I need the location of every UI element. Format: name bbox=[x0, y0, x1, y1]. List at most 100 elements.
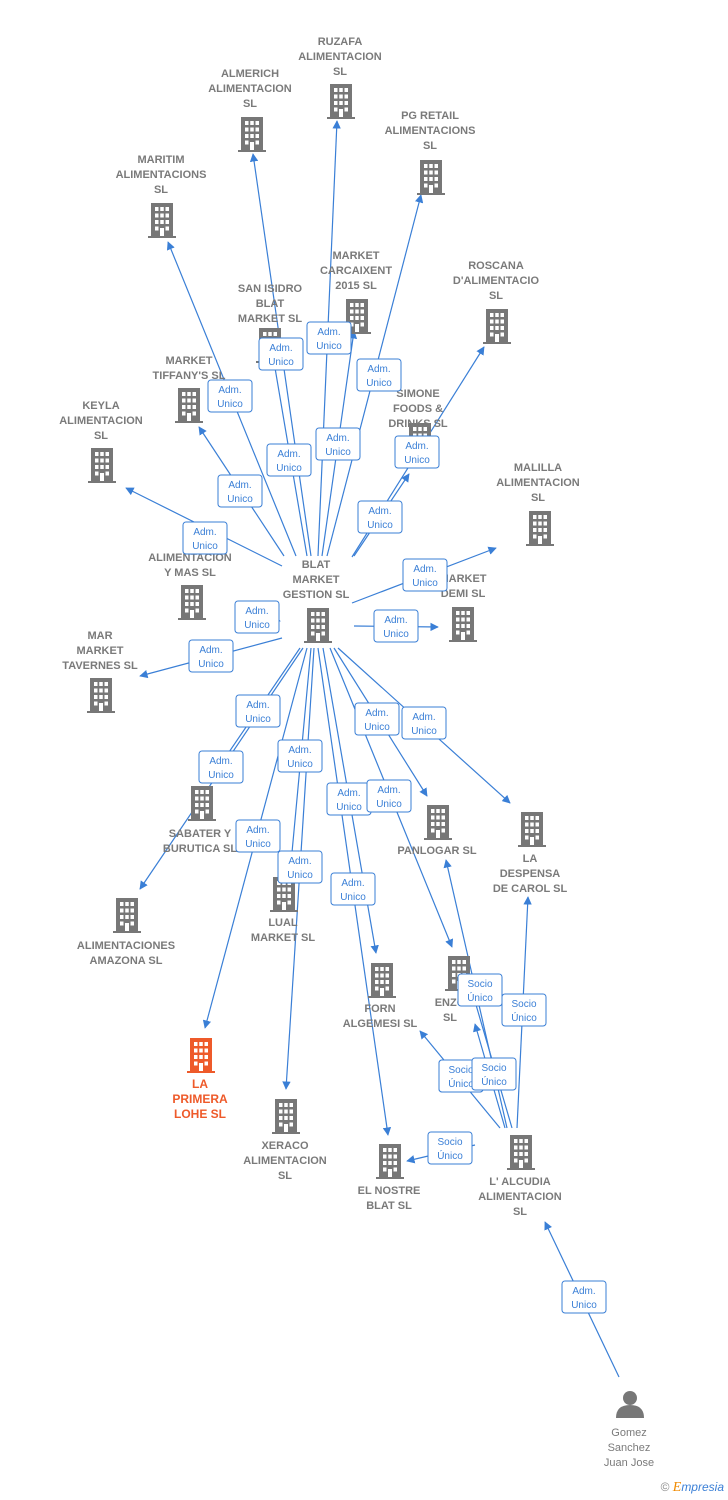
node-lual[interactable]: LUAL MARKET SL bbox=[251, 877, 315, 944]
node-label-line: MAR bbox=[87, 630, 112, 642]
edge-label-box bbox=[373, 609, 419, 643]
edge-label-text: Adm. bbox=[326, 433, 349, 444]
node-label-line: ALIMENTACION bbox=[298, 51, 382, 63]
edge-label-adm[interactable]: Adm.Unico bbox=[277, 739, 323, 773]
building-icon bbox=[483, 309, 511, 344]
building-icon bbox=[148, 203, 176, 238]
edge-label-adm[interactable]: Adm.Unico bbox=[266, 443, 312, 477]
edge-label-text: Único bbox=[481, 1075, 507, 1088]
node-label-line: MARKET bbox=[76, 645, 123, 657]
building-icon bbox=[304, 608, 332, 643]
building-icon bbox=[376, 1144, 404, 1179]
building-icon bbox=[272, 1099, 300, 1134]
node-panlogar[interactable]: PANLOGAR SL bbox=[397, 805, 477, 857]
edge-label-adm[interactable]: Adm.Unico bbox=[235, 819, 281, 853]
edge-label-text: Unico bbox=[571, 1300, 597, 1311]
node-label-line: ROSCANA bbox=[468, 260, 524, 272]
node-label-line: Gomez bbox=[611, 1427, 646, 1439]
edge-label-adm[interactable]: Adm.Unico bbox=[356, 358, 402, 392]
edge-label-text: Unico bbox=[245, 714, 271, 725]
node-label-line: LUAL bbox=[268, 917, 298, 929]
edge-label-adm[interactable]: Adm.Unico bbox=[394, 435, 440, 469]
edge-label-adm[interactable]: Adm.Unico bbox=[402, 558, 448, 592]
building-icon bbox=[87, 678, 115, 713]
edge-label-adm[interactable]: Adm.Unico bbox=[198, 750, 244, 784]
edge-label-text: Adm. bbox=[277, 449, 300, 460]
edge-label-adm[interactable]: Adm.Unico bbox=[235, 694, 281, 728]
edge-label-text: Unico bbox=[287, 870, 313, 881]
node-label-line: ALIMENTACION bbox=[496, 477, 580, 489]
edge-label-adm[interactable]: Adm.Unico bbox=[277, 850, 323, 884]
copyright-mark: © bbox=[660, 1480, 670, 1494]
edge-label-text: Adm. bbox=[405, 441, 428, 452]
node-label-line: 2015 SL bbox=[335, 280, 377, 292]
building-icon bbox=[88, 448, 116, 483]
node-label-line: DEMI SL bbox=[441, 588, 486, 600]
node-label-line: SABATER Y bbox=[169, 828, 232, 840]
edge-label-text: Adm. bbox=[246, 825, 269, 836]
edge-label-adm[interactable]: Adm.Unico bbox=[401, 706, 447, 740]
edge-label-adm[interactable]: Adm.Unico bbox=[306, 321, 352, 355]
edge-label-text: Unico bbox=[287, 759, 313, 770]
edge-label-text: Unico bbox=[367, 520, 393, 531]
edge-label-text: Adm. bbox=[193, 527, 216, 538]
edge-label-box bbox=[234, 600, 280, 634]
edge-label-adm[interactable]: Adm.Unico bbox=[234, 600, 280, 634]
edge-label-adm[interactable]: Adm.Unico bbox=[326, 782, 372, 816]
edge-label-adm[interactable]: Adm.Unico bbox=[188, 639, 234, 673]
edge-label-box bbox=[266, 443, 312, 477]
edge-label-adm[interactable]: Adm.Unico bbox=[354, 702, 400, 736]
edge-label-text: Unico bbox=[208, 770, 234, 781]
edge-label-adm[interactable]: Adm.Unico bbox=[182, 521, 228, 555]
edge-label-box bbox=[394, 435, 440, 469]
edge-label-adm[interactable]: Adm.Unico bbox=[258, 337, 304, 371]
building-icon bbox=[449, 607, 477, 642]
edge-label-text: Único bbox=[437, 1149, 463, 1162]
node-label-line: SAN ISIDRO bbox=[238, 283, 303, 295]
edge-label-text: Adm. bbox=[572, 1286, 595, 1297]
edge-label-adm[interactable]: Adm.Unico bbox=[315, 427, 361, 461]
empresia-brand[interactable]: © Empresia bbox=[661, 1480, 724, 1496]
node-label-line: LA bbox=[192, 1077, 208, 1091]
edge-label-adm[interactable]: Adm. Unico bbox=[561, 1280, 607, 1314]
edge-label-adm[interactable]: Adm.Unico bbox=[373, 609, 419, 643]
edge-label-adm[interactable]: Adm.Unico bbox=[330, 872, 376, 906]
node-label-line: SL bbox=[243, 98, 257, 110]
edge-label-adm[interactable]: Adm.Unico bbox=[217, 474, 263, 508]
edge-label-adm[interactable]: Adm.Unico bbox=[366, 779, 412, 813]
edge-label-adm[interactable]: Adm.Unico bbox=[357, 500, 403, 534]
edge-label-adm[interactable]: Adm.Unico bbox=[207, 379, 253, 413]
building-icon bbox=[188, 786, 216, 821]
node-label-line: ALIMENTACIONS bbox=[116, 169, 207, 181]
node-label-line: MARKET SL bbox=[251, 932, 315, 944]
building-icon bbox=[187, 1038, 215, 1073]
